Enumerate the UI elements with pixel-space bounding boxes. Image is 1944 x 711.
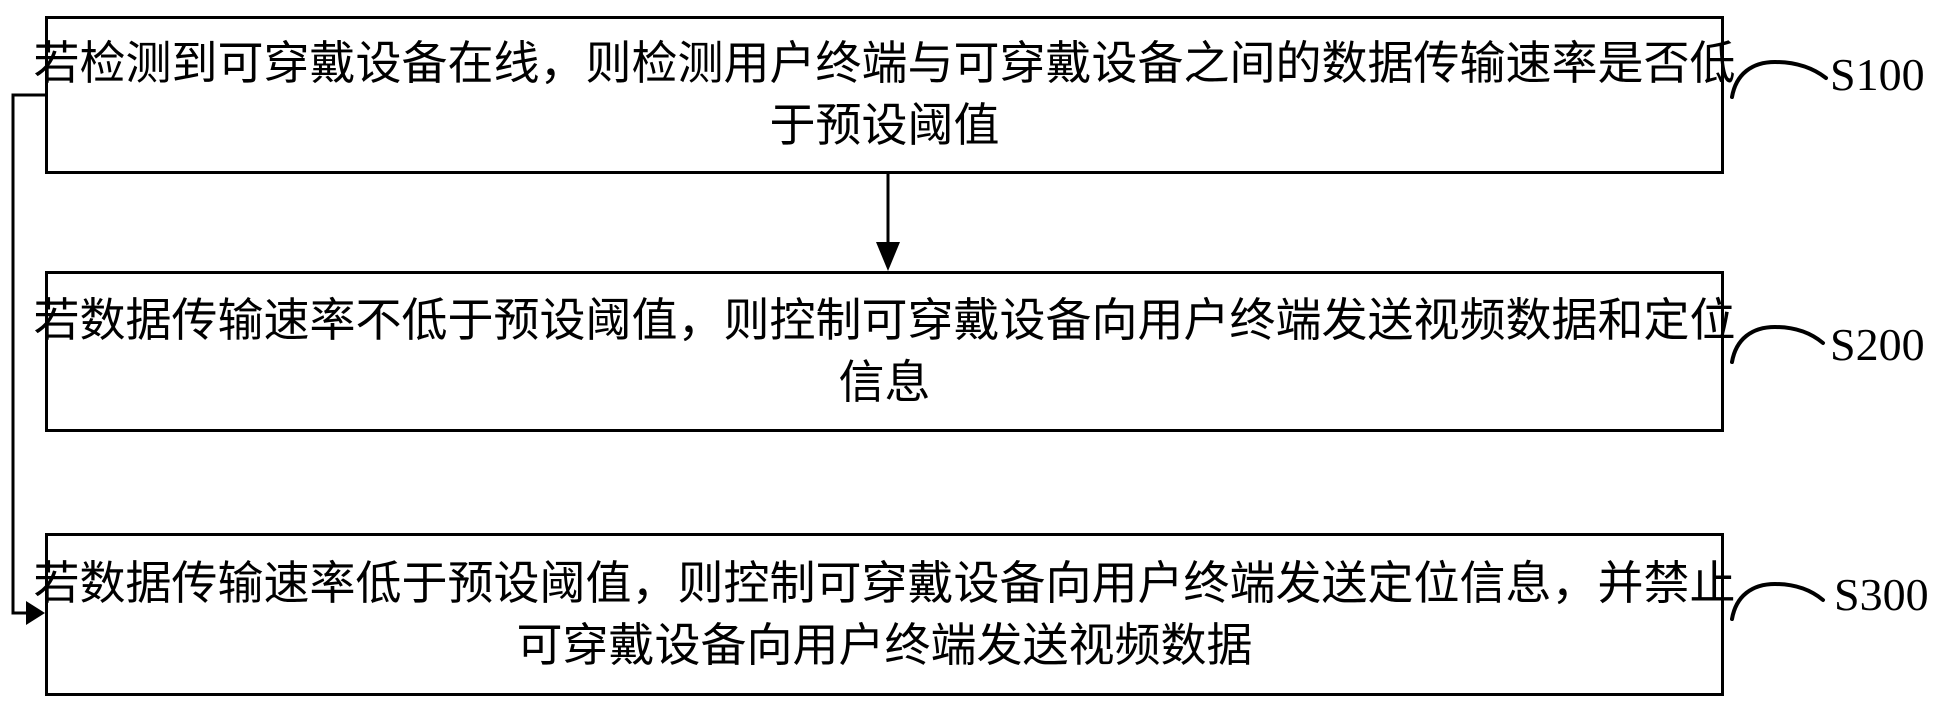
step-label-s200: S200 bbox=[1830, 319, 1925, 370]
connector-line-s100-to-s300 bbox=[11, 93, 45, 615]
step-s300-text-line-1: 若数据传输速率低于预设阈值，则控制可穿戴设备向用户终端发送定位信息，并禁止 bbox=[33, 557, 1736, 609]
step-label-s100: S100 bbox=[1830, 49, 1925, 100]
step-box-s200: 若数据传输速率不低于预设阈值，则控制可穿戴设备向用户终端发送视频数据和定位 信息 bbox=[34, 271, 1736, 432]
step-s200-text-line-2: 信息 bbox=[838, 356, 931, 408]
leader-curve-s200 bbox=[1730, 324, 1825, 364]
step-s200-text-line-1: 若数据传输速率不低于预设阈值，则控制可穿戴设备向用户终端发送视频数据和定位 bbox=[33, 294, 1736, 346]
step-box-s300: 若数据传输速率低于预设阈值，则控制可穿戴设备向用户终端发送定位信息，并禁止 可穿… bbox=[34, 533, 1736, 696]
leader-curve-s300 bbox=[1730, 581, 1825, 621]
step-s100-text-line-1: 若检测到可穿戴设备在线，则检测用户终端与可穿戴设备之间的数据传输速率是否低 bbox=[33, 38, 1736, 89]
step-s300-text-line-2: 可穿戴设备向用户终端发送视频数据 bbox=[516, 619, 1253, 671]
leader-curve-s100 bbox=[1730, 59, 1828, 99]
step-s100-text-line-2: 于预设阈值 bbox=[769, 100, 1000, 151]
step-box-s100: 若检测到可穿戴设备在线，则检测用户终端与可穿戴设备之间的数据传输速率是否低 于预… bbox=[34, 16, 1736, 174]
step-label-s300: S300 bbox=[1834, 569, 1929, 620]
arrowhead-down-icon bbox=[876, 242, 900, 271]
